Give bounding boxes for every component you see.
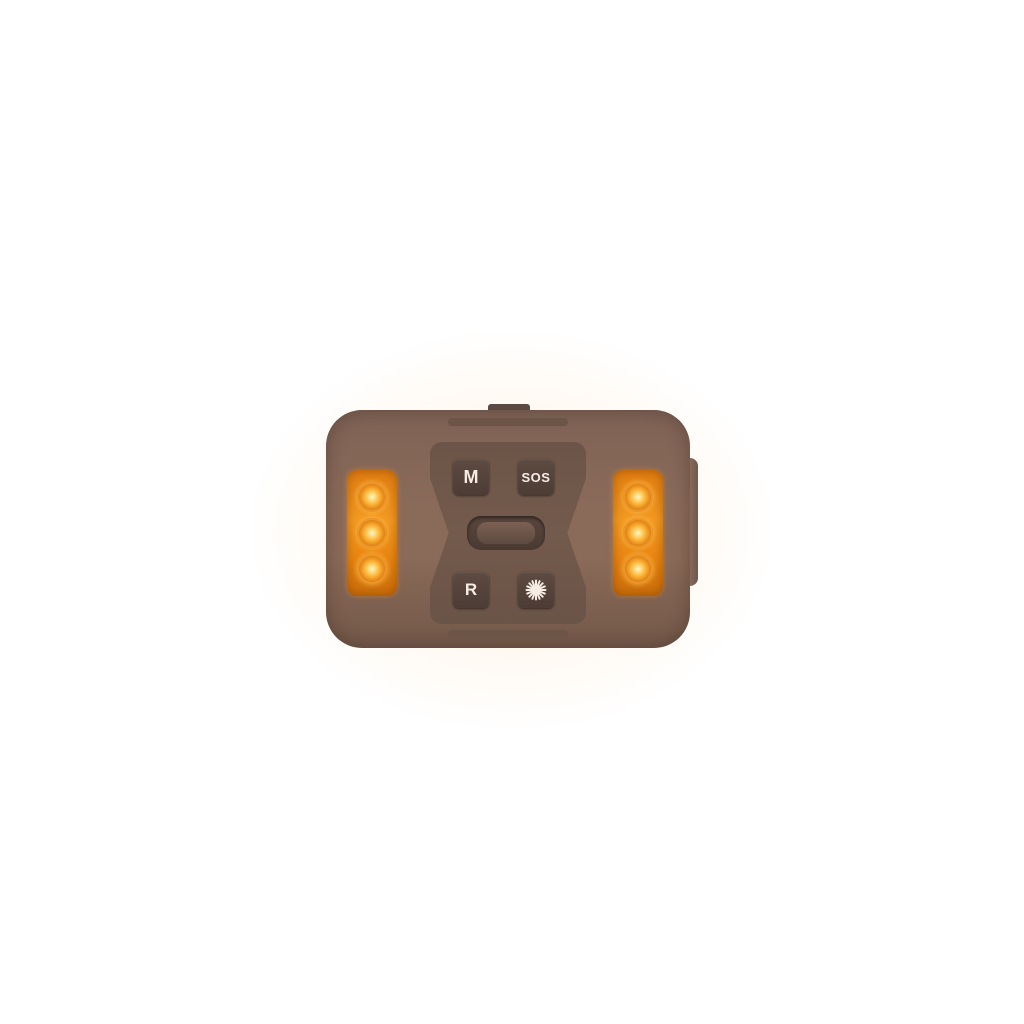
- red-light-button[interactable]: R: [453, 572, 489, 608]
- bottom-groove: [448, 630, 568, 638]
- mode-button-label: M: [463, 466, 479, 487]
- right-light-lens: [613, 470, 663, 596]
- led-left-3: [357, 554, 387, 584]
- led-right-3: [623, 554, 653, 584]
- light-button[interactable]: [518, 572, 554, 608]
- red-light-button-label: R: [464, 580, 478, 599]
- top-groove: [448, 418, 568, 426]
- led-left-2: [357, 518, 387, 548]
- led-left-1: [357, 482, 387, 512]
- sun-icon: [525, 579, 547, 601]
- sos-button-label: SOS: [521, 469, 551, 485]
- center-slide-switch[interactable]: [467, 516, 545, 550]
- led-right-2: [623, 518, 653, 548]
- led-right-1: [623, 482, 653, 512]
- mode-button[interactable]: M: [453, 459, 489, 495]
- left-light-lens: [347, 470, 397, 596]
- switch-knob: [477, 522, 535, 544]
- sos-button[interactable]: SOS: [518, 459, 554, 495]
